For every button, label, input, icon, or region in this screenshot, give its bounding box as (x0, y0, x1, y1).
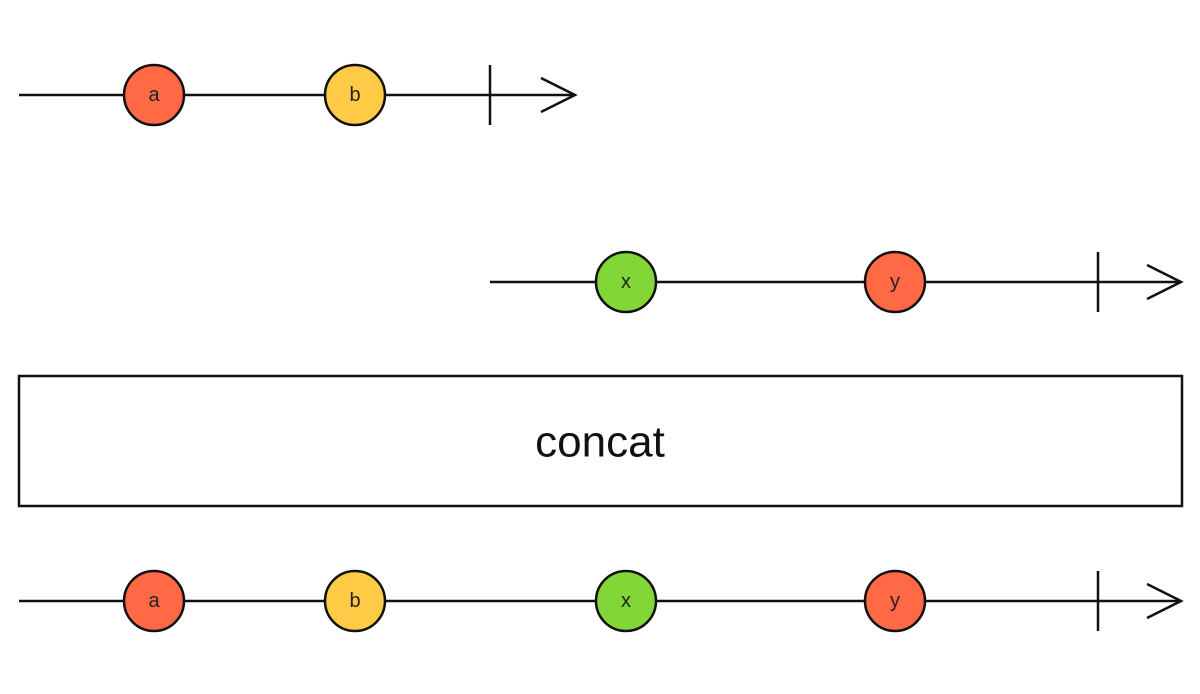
marble-label: x (621, 590, 631, 612)
marble-circle (863, 569, 927, 633)
arrow-head-icon (1146, 582, 1184, 620)
marble-label: b (349, 590, 360, 612)
marble-x: x (594, 569, 658, 633)
marble-y: y (863, 569, 927, 633)
marble-circle (594, 569, 658, 633)
marble-label: y (890, 271, 900, 293)
operator-label: concat (535, 418, 665, 467)
operator-box: concat (17, 374, 1184, 508)
marble-circle (863, 250, 927, 314)
timeline-input-2: x y (490, 250, 1184, 314)
marble-circle (323, 569, 387, 633)
marble-label: x (621, 271, 631, 293)
marble-x: x (594, 250, 658, 314)
marble-label: y (890, 590, 900, 612)
marble-b: b (323, 63, 387, 127)
marble-circle (122, 63, 186, 127)
marble-circle (323, 63, 387, 127)
marble-a: a (122, 569, 186, 633)
marble-circle (594, 250, 658, 314)
arrow-head-icon (1146, 263, 1184, 301)
marble-label: b (349, 84, 360, 106)
arrow-head-icon (540, 76, 578, 114)
timeline-input-1: a b (19, 63, 578, 127)
marble-a: a (122, 63, 186, 127)
marble-label: a (148, 590, 160, 612)
marble-y: y (863, 250, 927, 314)
marble-b: b (323, 569, 387, 633)
timeline-output: a b x y (19, 569, 1184, 633)
marble-circle (122, 569, 186, 633)
marble-label: a (148, 84, 160, 106)
operator-frame (17, 374, 1184, 508)
